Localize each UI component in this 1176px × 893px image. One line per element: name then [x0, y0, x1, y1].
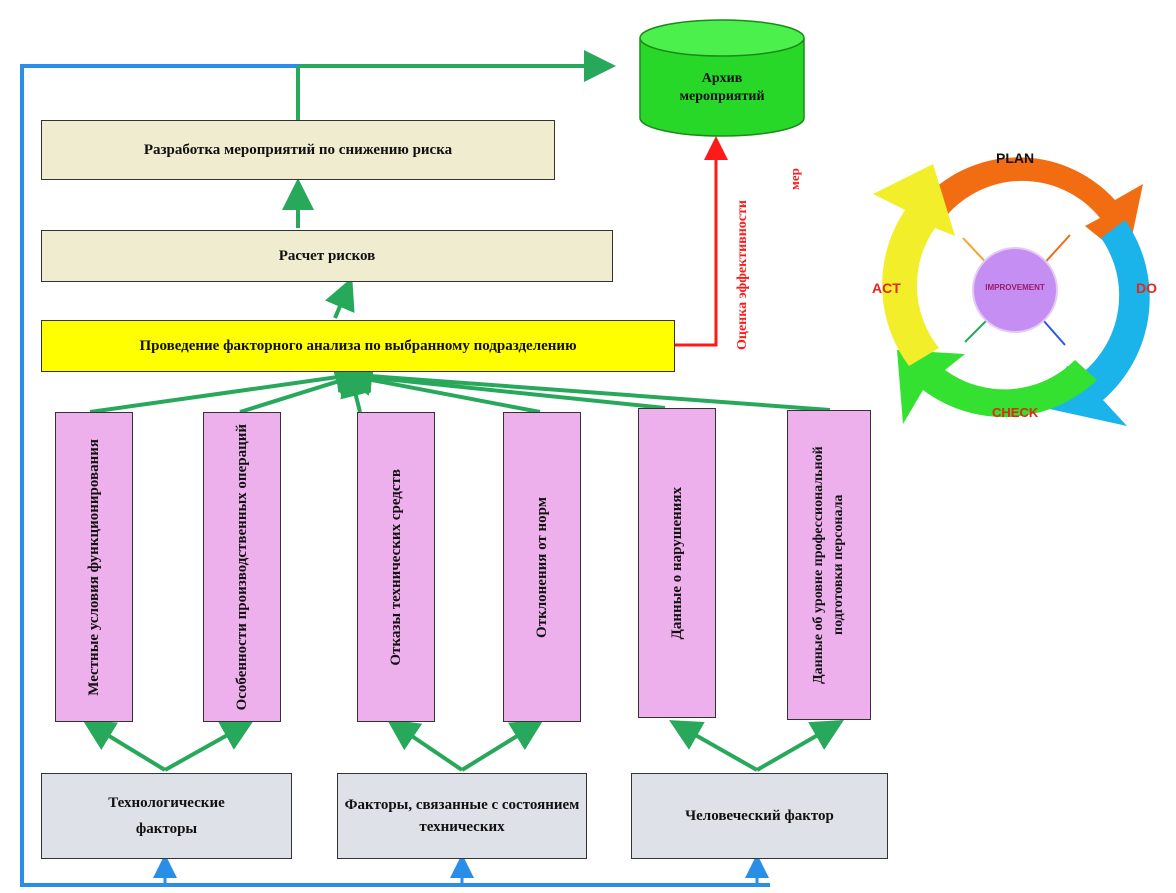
factor-column-label: Местные условия функционирования: [86, 438, 102, 696]
factor-group-technological: Технологические факторы: [41, 773, 292, 859]
factor-column-3: Отказы технических средств: [357, 412, 435, 722]
measures-label: Разработка мероприятий по снижению риска: [143, 141, 453, 158]
archive-cylinder: [639, 19, 805, 137]
factor-group-label: Технологические факторы: [108, 795, 225, 837]
pdca-act-label: ACT: [872, 280, 901, 296]
risk-calc-label: Расчет рисков: [278, 247, 376, 264]
factor-column-label: Отказы технических средств: [388, 468, 404, 666]
factor-column-1: Местные условия функционирования: [55, 412, 133, 722]
factor-group-label: Человеческий фактор: [685, 807, 834, 824]
measures-box: Разработка мероприятий по снижению риска: [41, 120, 555, 180]
factor-group-technical: Факторы, связанные с состоянием техничес…: [337, 773, 587, 859]
evaluation-label: Оценка эффективности: [735, 200, 750, 350]
pdca-cycle: [873, 157, 1150, 426]
improvement-center: [972, 247, 1058, 333]
factor-column-6: Данные об уровне профессиональной подгот…: [787, 410, 871, 720]
factor-column-5: Данные о нарушениях: [638, 408, 716, 718]
check-arc: [897, 350, 1097, 424]
evaluation-arrow: [675, 136, 728, 347]
arrow-analysis-to-calc: [325, 277, 355, 319]
factor-group-label: Факторы, связанные с состоянием техничес…: [344, 797, 580, 835]
feedback-loop-line: [20, 64, 770, 887]
factor-column-label: Особенности производственных операций: [234, 423, 250, 711]
factor-column-label: Данные об уровне профессиональной подгот…: [811, 446, 846, 684]
factor-group-human: Человеческий фактор: [631, 773, 888, 859]
factor-column-2: Особенности производственных операций: [203, 412, 281, 722]
pdca-center-label: IMPROVEMENT: [985, 283, 1045, 292]
pdca-check-label: CHECK: [992, 405, 1039, 420]
risk-calc-box: Расчет рисков: [41, 230, 613, 282]
factor-column-label: Отклонения от норм: [534, 496, 550, 638]
factor-analysis-box: Проведение факторного анализа по выбранн…: [41, 320, 675, 372]
plan-arc: [919, 157, 1143, 260]
factor-column-4: Отклонения от норм: [503, 412, 581, 722]
archive-label: Архив мероприятий: [679, 71, 765, 104]
pdca-plan-label: PLAN: [996, 150, 1035, 166]
factor-analysis-label: Проведение факторного анализа по выбранн…: [139, 337, 577, 354]
pdca-do-label: DO: [1136, 280, 1157, 296]
evaluation-label-suffix: мер: [787, 168, 802, 190]
act-arc: [873, 164, 955, 366]
factor-column-label: Данные о нарушениях: [669, 486, 685, 640]
